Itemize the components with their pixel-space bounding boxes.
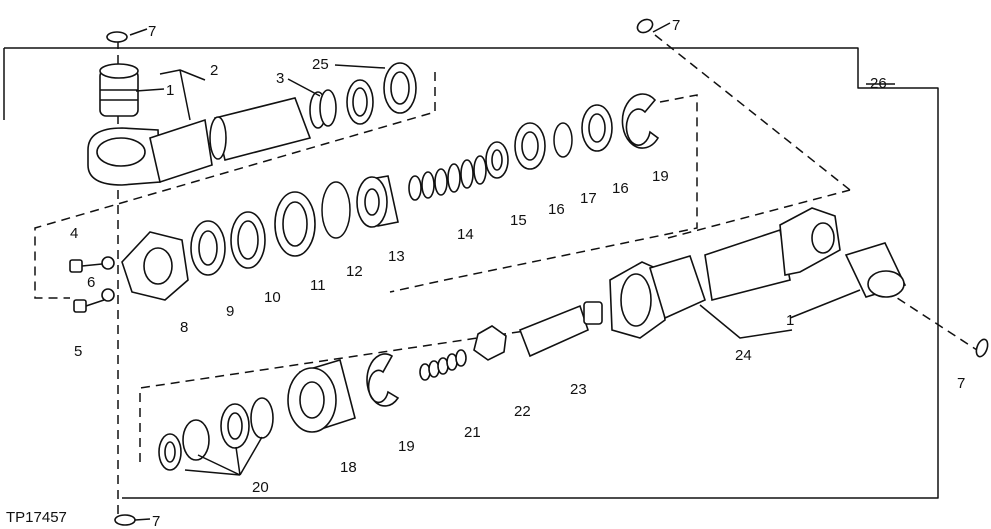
seal-11-hole [282, 201, 308, 247]
callout-7-right: 7 [957, 375, 965, 392]
leader-7-top [129, 28, 148, 36]
o-ring-7-top [106, 31, 128, 43]
piston-18 [287, 358, 356, 433]
callout-5: 5 [74, 343, 82, 360]
callout-7-bottom: 7 [152, 513, 160, 529]
callout-8: 8 [180, 319, 188, 336]
washer-6-lower [101, 288, 115, 302]
o-ring-7-bottom [114, 514, 136, 526]
seal-9-hole [198, 230, 218, 266]
cylinder-barrel-2 [87, 97, 312, 186]
o-ring-12 [321, 181, 351, 239]
callout-18: 18 [340, 459, 357, 476]
callout-16-right: 16 [612, 180, 629, 197]
retainer-19-lower [366, 353, 400, 407]
spring-14 [408, 155, 487, 201]
callout-19-lower: 19 [398, 438, 415, 455]
bushing-1-right [844, 242, 907, 298]
gland-flange-8 [121, 231, 189, 301]
seal-16-middle-hole [521, 131, 539, 161]
o-ring-17 [553, 122, 573, 158]
figure-id: TP17457 [6, 509, 67, 526]
callout-26: 26 [870, 75, 887, 92]
leader-24 [699, 304, 793, 339]
callout-22: 22 [514, 403, 531, 420]
wiper-ring-3-hole [352, 87, 368, 117]
rod-seal-3 [309, 89, 337, 129]
callout-7-top-right: 7 [672, 17, 680, 34]
callout-1-right: 1 [786, 312, 794, 329]
callout-2: 2 [210, 62, 218, 79]
callout-17: 17 [580, 190, 597, 207]
seal-20-d [250, 397, 274, 439]
piston-13 [356, 175, 399, 228]
frame-outline [4, 47, 939, 499]
callout-4: 4 [70, 225, 78, 242]
seal-16-right-hole [588, 113, 606, 143]
leader-2 [159, 69, 206, 121]
callout-15: 15 [510, 212, 527, 229]
callout-7-top: 7 [148, 23, 156, 40]
washer-6-upper [101, 256, 115, 270]
leader-3 [287, 78, 321, 97]
group-box-upper [34, 72, 436, 299]
callout-25: 25 [312, 56, 329, 73]
seal-20-a-hole [164, 441, 176, 463]
seal-20-b [182, 419, 210, 461]
group-box-lower [139, 311, 591, 462]
seal-ring-25-hole [390, 71, 410, 105]
leader-1-top [135, 88, 165, 92]
callout-20: 20 [252, 479, 269, 496]
group-box-link [667, 189, 851, 239]
leader-25 [334, 64, 386, 69]
seal-10-hole [237, 220, 259, 260]
leader-1-right [789, 289, 861, 319]
seal-20-c-hole [227, 412, 243, 440]
callout-12: 12 [346, 263, 363, 280]
leader-7-top-right [652, 22, 671, 33]
seal-15-hole [491, 149, 503, 171]
cylinder-housing-24 [609, 207, 841, 339]
callout-10: 10 [264, 289, 281, 306]
callout-13: 13 [388, 248, 405, 265]
o-ring-7-right [975, 338, 989, 358]
leader-7-bottom [134, 518, 151, 521]
group-box-middle [389, 94, 698, 293]
bolt-5 [73, 299, 105, 313]
callout-1-top: 1 [166, 82, 174, 99]
callout-21: 21 [464, 424, 481, 441]
callout-11: 11 [310, 277, 326, 294]
callout-23: 23 [570, 381, 587, 398]
center-line-diagonal-top [654, 34, 851, 191]
callout-19-upper: 19 [652, 168, 669, 185]
nut-22 [473, 325, 507, 361]
retainer-19-upper [621, 93, 660, 149]
callout-24: 24 [735, 347, 752, 364]
bushing-1-top [99, 63, 139, 117]
center-line-diagonal-right [884, 289, 981, 353]
o-ring-7-top-right [636, 18, 654, 34]
callout-16-middle: 16 [548, 201, 565, 218]
callout-3: 3 [276, 70, 284, 87]
callout-6: 6 [87, 274, 95, 291]
callout-9: 9 [226, 303, 234, 320]
leader-20 [184, 436, 263, 476]
valve-23 [518, 301, 603, 358]
bolt-4 [69, 259, 103, 273]
spring-21 [419, 349, 467, 381]
callout-14: 14 [457, 226, 474, 243]
